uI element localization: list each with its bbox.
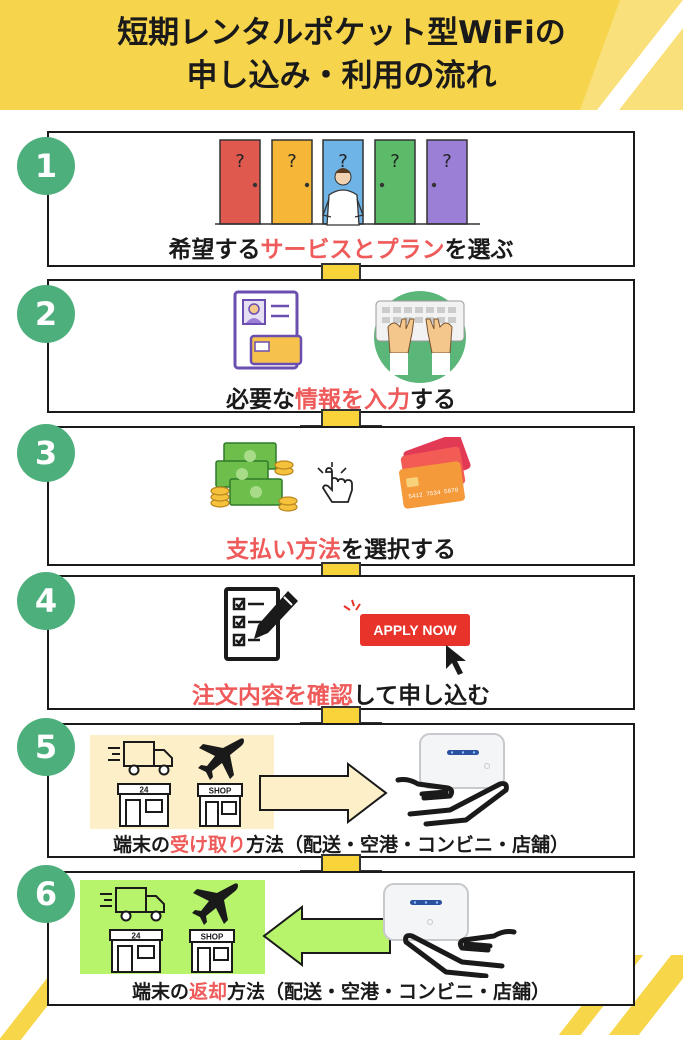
caption-highlight: 注文内容を確認 — [191, 683, 353, 709]
title-line1: 短期レンタルポケット型WiFiの — [117, 15, 566, 51]
airplane-icon — [192, 883, 238, 925]
shop-sign: SHOP — [209, 787, 232, 796]
caption-highlight: 受け取り — [169, 834, 246, 856]
keyboard-typing-icon — [374, 291, 466, 383]
caption-text: して申し込む — [352, 683, 491, 709]
convenience-store-icon: 24 — [109, 929, 163, 973]
delivery-truck-icon — [108, 741, 173, 776]
door-purple: ? — [426, 139, 468, 225]
shop-sign: SHOP — [201, 933, 224, 942]
caption-text: 必要な — [226, 387, 295, 413]
step-5-caption: 端末の受け取り方法（配送・空港・コンビニ・店舗） — [47, 830, 635, 857]
store-sign: 24 — [140, 786, 149, 795]
title-line2: 申し込み・利用の流れ — [186, 58, 497, 94]
checklist-icon — [224, 587, 298, 661]
door-red: ? — [219, 139, 261, 225]
pointer-hand-icon — [317, 462, 353, 503]
caption-text: 希望する — [168, 237, 261, 263]
step-5-number: 5 — [17, 718, 75, 776]
pocket-wifi-hand-icon — [395, 733, 509, 827]
profile-form-icon — [233, 290, 303, 370]
cursor-arrow-icon — [446, 645, 466, 675]
caption-text: を選択する — [341, 537, 456, 563]
door-mark: ? — [235, 151, 245, 172]
credit-cards-icon: 5412 7534 5678 — [399, 437, 471, 509]
caption-text: を選ぶ — [444, 237, 514, 263]
step-2-caption: 必要な情報を入力する — [47, 380, 635, 414]
person-icon — [322, 168, 364, 226]
caption-highlight: 支払い方法 — [226, 537, 341, 563]
caption-text: 端末の — [112, 834, 170, 856]
step-4-box — [47, 575, 635, 710]
step-3-number: 3 — [17, 424, 75, 482]
caption-text: 方法（配送・空港・コンビニ・店舗） — [227, 981, 551, 1003]
cash-coins-icon — [210, 442, 298, 512]
step-6-number: 6 — [17, 865, 75, 923]
pocket-wifi-device — [419, 733, 505, 789]
return-options-panel — [80, 880, 265, 974]
right-arrow — [259, 762, 388, 824]
page-title: 短期レンタルポケット型WiFiの 申し込み・利用の流れ — [0, 12, 683, 98]
store-sign: 24 — [132, 932, 141, 941]
doors-illustration: ? ? ? ? ? — [215, 139, 480, 226]
step-6-caption: 端末の返却方法（配送・空港・コンビニ・店舗） — [47, 977, 635, 1004]
shop-icon: SHOP — [197, 783, 243, 827]
shop-icon: SHOP — [189, 929, 235, 973]
delivery-truck-icon — [100, 887, 165, 922]
convenience-store-icon: 24 — [117, 783, 171, 827]
caption-text: 端末の — [131, 981, 189, 1003]
pocket-wifi-device — [383, 883, 469, 941]
step-4-number: 4 — [17, 572, 75, 630]
door-mark: ? — [338, 151, 348, 172]
pocket-wifi-hand-icon — [383, 883, 517, 978]
door-green: ? — [374, 139, 416, 225]
left-arrow — [262, 905, 391, 967]
step-1-caption: 希望するサービスとプランを選ぶ — [47, 230, 635, 264]
door-mark: ? — [442, 151, 452, 172]
apply-now-button[interactable]: APPLY NOW — [360, 614, 470, 646]
click-burst-icon — [343, 599, 361, 611]
step-1-number: 1 — [17, 137, 75, 195]
caption-text: 方法（配送・空港・コンビニ・店舗） — [246, 834, 570, 856]
step-3-caption: 支払い方法を選択する — [47, 530, 635, 564]
caption-highlight: サービスとプラン — [260, 237, 445, 263]
caption-highlight: 返却 — [188, 981, 227, 1003]
door-mark: ? — [287, 151, 297, 172]
caption-text: する — [410, 387, 456, 413]
caption-highlight: 情報を入力 — [295, 387, 410, 413]
step-4-caption: 注文内容を確認して申し込む — [47, 676, 635, 710]
door-orange: ? — [271, 139, 313, 225]
door-mark: ? — [390, 151, 400, 172]
step-2-number: 2 — [17, 285, 75, 343]
airplane-icon — [198, 738, 244, 780]
